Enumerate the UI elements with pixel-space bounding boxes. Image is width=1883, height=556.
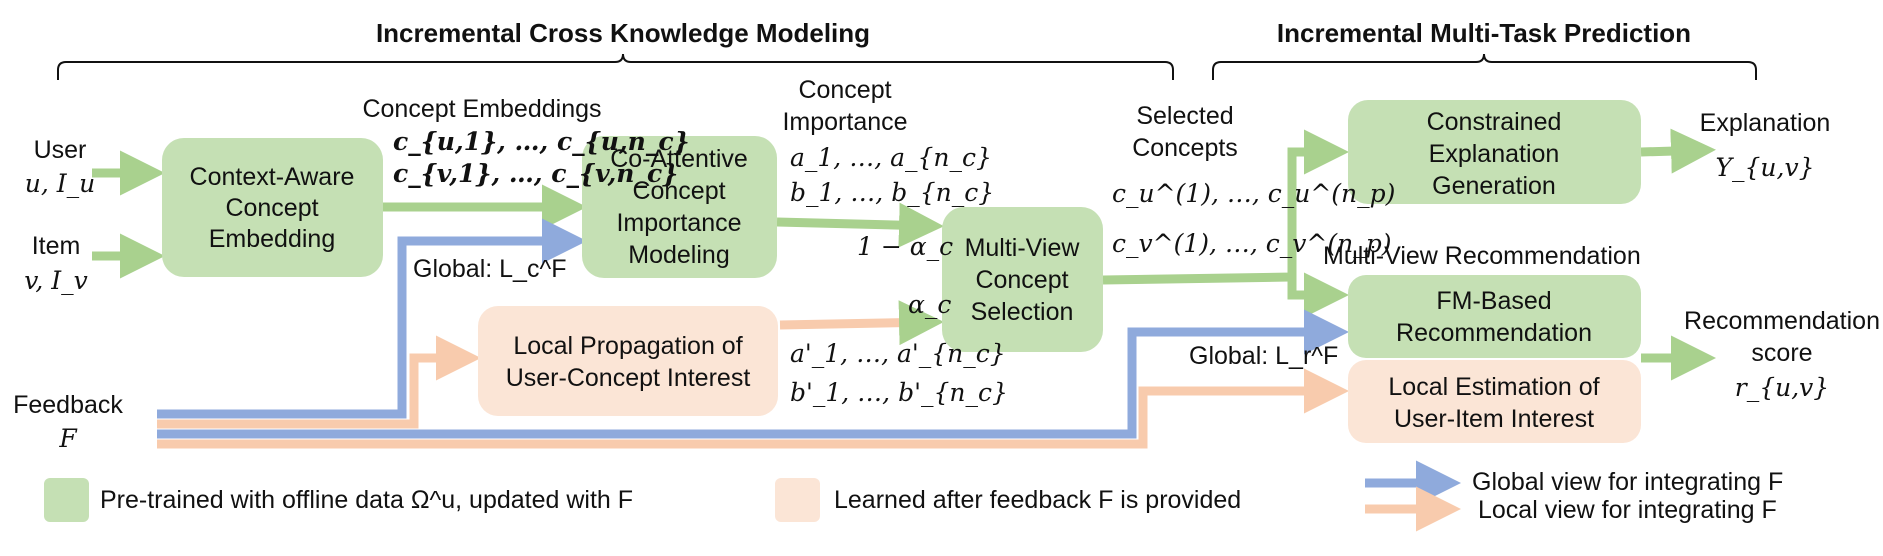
brace-right [1212,53,1757,80]
header-multi-task: Incremental Multi-Task Prediction [1277,18,1691,48]
box-text-localest-2: User-Item Interest [1394,405,1594,433]
box-text-coatt-3: Importance [616,209,741,237]
concept-importance-label-1: Concept [798,76,891,104]
feedback-label: Feedback [13,391,123,419]
arrow-feedback-global-rec [157,309,1349,439]
box-text-selection-2: Concept [975,266,1068,294]
box-text-localprop-1: Local Propagation of [513,332,742,360]
global-c-label: Global: L_c^F [413,255,566,283]
one-minus-alpha: 1 − α_c [857,232,953,261]
importance-a-math: a_1, …, a_{n_c} [790,143,992,172]
arrow-to-explanation-output [1640,128,1716,174]
legend-orange-swatch [775,478,820,522]
box-text-localprop-2: User-Concept Interest [506,364,751,392]
arrow-local-to-selection [779,300,944,346]
user-math: u, I_u [25,169,95,198]
legend-pretrained-text: Pre-trained with offline data Ω^u, updat… [100,486,633,514]
fm-recommendation-box [1348,275,1641,358]
rec-score-label-2: score [1751,339,1812,367]
arrow-feedback-local-rec [157,368,1349,449]
concept-importance-label-2: Importance [782,108,907,136]
explanation-label: Explanation [1700,109,1831,137]
legend-global-text: Global view for integrating F [1472,468,1783,496]
constrained-explanation-box [1348,100,1641,204]
box-text-selection-3: Selection [971,298,1074,326]
box-text-context-3: Embedding [209,225,335,253]
legend-green-swatch [44,478,89,522]
arrow-feedback-global-concept [157,218,587,419]
embedding-user-math: c_{u,1}, …, c_{u,n_c} [393,127,690,156]
box-text-context-1: Context-Aware [190,163,355,191]
multi-view-rec-label: Multi-View Recommendation [1323,242,1641,270]
selected-v-math: c_v^(1), …, c_v^(n_p) [1112,229,1391,258]
box-text-context-2: Concept [225,194,318,222]
box-text-coatt-2: Concept [632,177,725,205]
co-attentive-box [582,136,777,278]
user-label: User [34,136,87,164]
item-math: v, I_v [24,266,88,295]
embedding-item-math: c_{v,1}, …, c_{v,n_c} [393,159,678,188]
box-text-fm-1: FM-Based [1436,287,1551,315]
selected-concepts-label-2: Concepts [1132,134,1238,162]
rec-score-label-1: Recommendation [1684,307,1880,335]
context-embedding-box [162,138,383,277]
box-text-fm-2: Recommendation [1396,319,1592,347]
arrow-feedback-local-concept [157,335,481,429]
box-text-expl-1: Constrained [1427,108,1562,136]
box-text-coatt-4: Modeling [628,241,729,269]
arrow-selection-to-explanation [1102,129,1349,285]
local-a-math: a'_1, …, a'_{n_c} [790,339,1006,368]
alpha-label: α_c [908,290,951,319]
legend-local-text: Local view for integrating F [1478,496,1777,524]
local-propagation-box [478,306,778,416]
box-text-selection-1: Multi-View [965,234,1081,262]
box-text-expl-2: Explanation [1429,140,1560,168]
multi-view-selection-box [942,207,1103,352]
selected-u-math: c_u^(1), …, c_u^(n_p) [1112,179,1395,208]
explanation-math: Y_{u,v} [1716,153,1815,182]
item-label: Item [32,232,81,260]
brace-left [57,53,1174,80]
importance-b-math: b_1, …, b_{n_c} [790,178,994,207]
global-r-label: Global: L_r^F [1189,342,1338,370]
arrow-coattentive-to-selection [776,202,944,248]
rec-score-math: r_{u,v} [1735,373,1829,402]
local-b-math: b'_1, …, b'_{n_c} [790,378,1008,407]
arrow-selection-to-fm [1287,272,1349,318]
box-text-localest-1: Local Estimation of [1388,373,1599,401]
concept-embeddings-label: Concept Embeddings [362,95,601,123]
header-cross-knowledge: Incremental Cross Knowledge Modeling [376,18,870,48]
local-estimation-box [1348,360,1641,443]
box-text-expl-3: Generation [1432,172,1556,200]
box-text-coatt-1: Co-Attentive [610,145,748,173]
legend-learned-text: Learned after feedback F is provided [834,486,1241,514]
selected-concepts-label-1: Selected [1136,102,1233,130]
feedback-math: F [58,424,78,453]
